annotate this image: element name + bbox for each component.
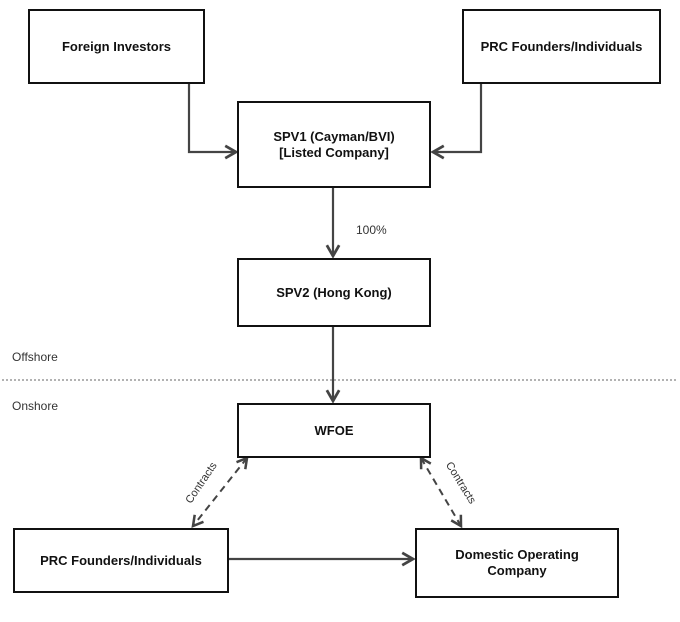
domestic-label-line2: Company — [487, 563, 547, 578]
prc-founders-bottom-box: PRC Founders/Individuals — [13, 528, 229, 593]
arrow-prc-to-spv1 — [430, 84, 483, 160]
spv2-box: SPV2 (Hong Kong) — [237, 258, 431, 327]
offshore-label: Offshore — [12, 350, 58, 364]
onshore-label: Onshore — [12, 399, 59, 413]
domestic-label-line1: Domestic Operating — [455, 547, 579, 562]
prc-founders-bottom-label: PRC Founders/Individuals — [40, 552, 202, 568]
spv1-label-line2: [Listed Company] — [279, 144, 389, 160]
wfoe-label: WFOE — [314, 422, 354, 438]
domestic-operating-company-box: Domestic Operating Company — [415, 528, 619, 598]
prc-founders-top-box: PRC Founders/Individuals — [462, 9, 661, 84]
spv1-label-line1: SPV1 (Cayman/BVI) — [273, 128, 395, 144]
wfoe-box: WFOE — [237, 403, 431, 458]
arrow-contracts-left — [191, 456, 249, 528]
arrow-contracts-right — [419, 455, 463, 529]
foreign-investors-box: Foreign Investors — [28, 9, 205, 84]
spv1-box: SPV1 (Cayman/BVI) [Listed Company] — [237, 101, 431, 188]
foreign-investors-label: Foreign Investors — [61, 38, 172, 54]
arrow-foreign-to-spv1 — [187, 84, 239, 160]
spv2-label: SPV2 (Hong Kong) — [276, 284, 392, 300]
prc-founders-top-label: PRC Founders/Individuals — [480, 38, 643, 54]
ownership-percent-label: 100% — [356, 223, 387, 237]
